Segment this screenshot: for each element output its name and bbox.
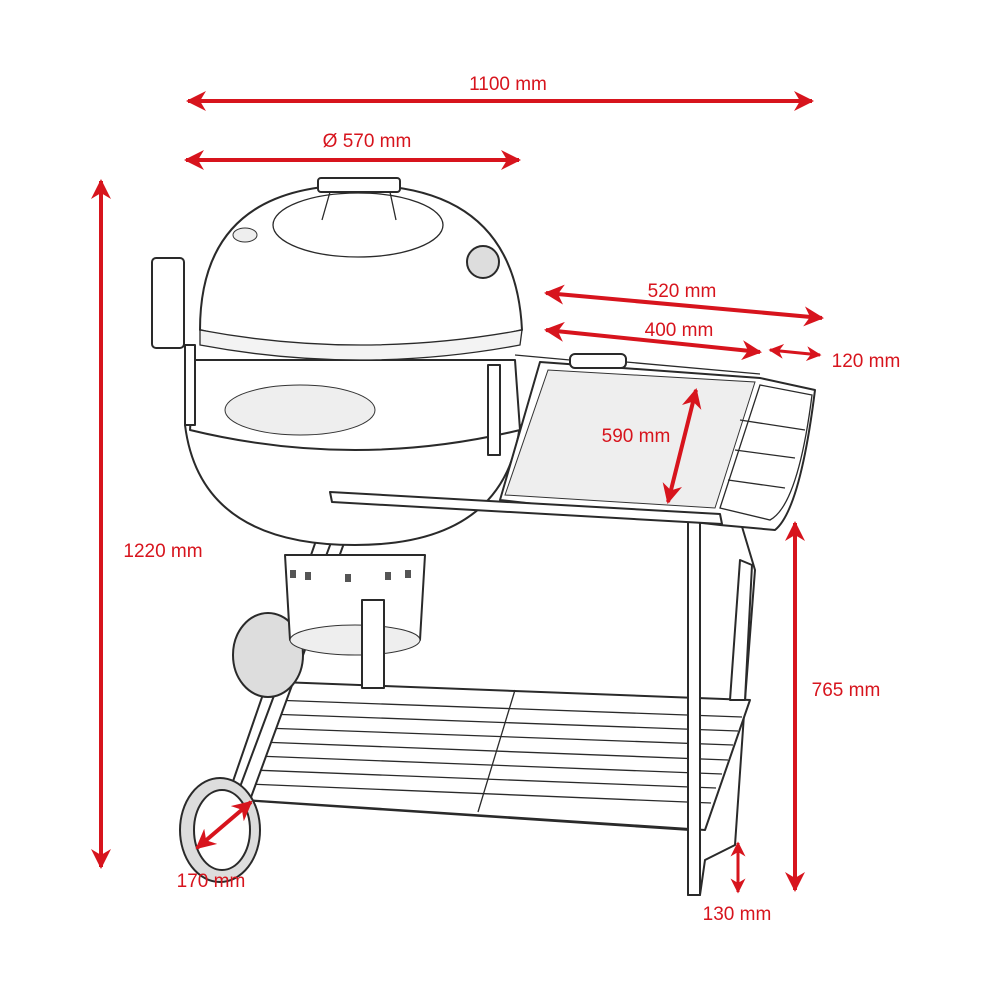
label-wheel-diameter: 170 mm xyxy=(177,871,246,892)
label-side-table-inner-width: 400 mm xyxy=(645,320,714,341)
label-kettle-diameter: Ø 570 mm xyxy=(323,131,412,152)
rear-wheel xyxy=(232,612,304,698)
front-leg-right xyxy=(687,519,701,896)
rear-leg xyxy=(729,559,753,701)
label-total-height: 1220 mm xyxy=(123,541,202,562)
label-shelf-width: 120 mm xyxy=(832,351,901,372)
lower-grate-shelf xyxy=(244,681,751,831)
arrow-shelf-width xyxy=(768,343,822,362)
label-side-table-depth: 590 mm xyxy=(602,426,671,447)
side-table-front-bar xyxy=(329,491,723,525)
label-side-table-width: 520 mm xyxy=(648,281,717,302)
dimension-labels: 1100 mm Ø 570 mm 1220 mm 520 mm 400 mm 1… xyxy=(123,74,900,925)
arrow-side-table-depth xyxy=(662,388,702,504)
arrow-side-table-inner-width xyxy=(544,321,762,361)
lid-hanger xyxy=(151,257,185,349)
label-lower-shelf-height: 130 mm xyxy=(703,904,772,925)
arrow-side-table-width xyxy=(544,284,824,327)
lid-thermometer xyxy=(466,245,500,279)
label-table-height: 765 mm xyxy=(812,680,881,701)
dimension-arrows xyxy=(91,91,824,894)
tool-bar-handle xyxy=(569,353,627,369)
arrow-wheel-diameter xyxy=(195,800,253,850)
label-total-width: 1100 mm xyxy=(469,74,547,95)
kettle-bowl xyxy=(184,424,521,546)
lid-handle xyxy=(317,177,401,193)
grill-illustration xyxy=(151,177,816,896)
ash-handle xyxy=(361,599,385,689)
grate-window xyxy=(224,384,376,436)
